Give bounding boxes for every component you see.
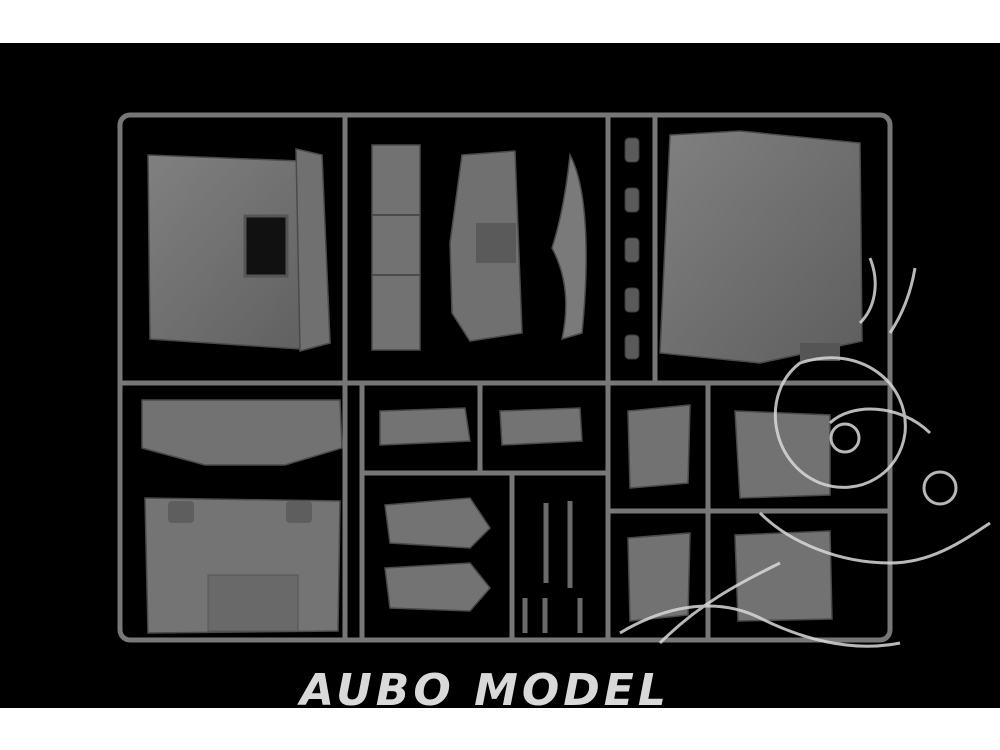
product-photo: AUBO MODEL — [0, 43, 1000, 708]
small-vent-parts — [624, 137, 640, 360]
curved-trim-part — [551, 152, 587, 341]
small-rod-parts — [522, 501, 583, 633]
dashboard-part — [449, 150, 523, 342]
cab-rear-panel — [147, 148, 331, 352]
cab-floor-panel — [659, 130, 863, 364]
door-parts — [627, 404, 833, 622]
seat-parts — [379, 407, 583, 612]
interior-column-part — [371, 144, 421, 351]
cab-side-panels — [141, 399, 343, 634]
sprue-frame — [117, 112, 893, 643]
sprue-photo-illustration: AUBO MODEL — [117, 112, 991, 708]
watermark-mascot-logo — [619, 257, 991, 648]
watermark-text: AUBO MODEL — [297, 665, 670, 708]
